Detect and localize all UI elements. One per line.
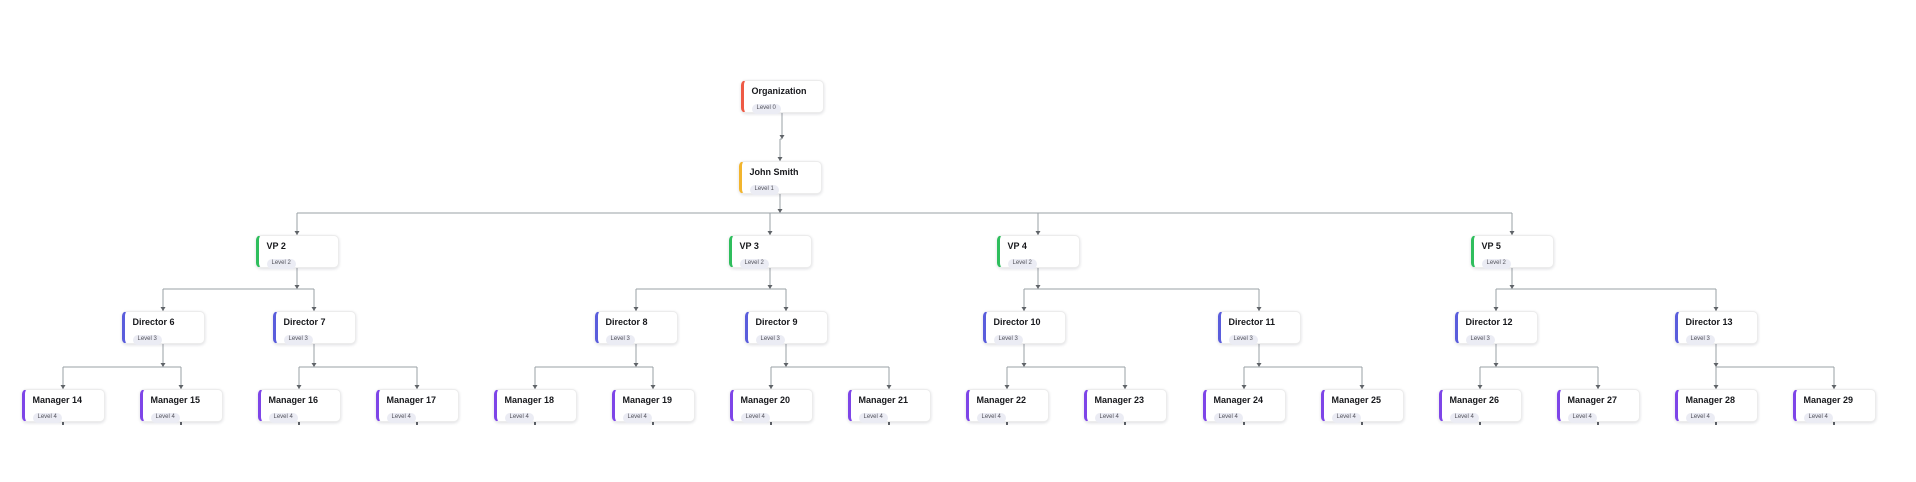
node-title: Manager 24 — [1213, 395, 1264, 405]
node-title: Manager 27 — [1567, 395, 1618, 405]
org-node-vp-3[interactable]: VP 3 Level 2 — [728, 235, 812, 269]
org-node-manager-28[interactable]: Manager 28 Level 4 — [1674, 389, 1758, 423]
node-title: John Smith — [749, 167, 799, 177]
org-node-manager-26[interactable]: Manager 26 Level 4 — [1438, 389, 1522, 423]
node-level-badge: Level 3 — [993, 335, 1023, 345]
node-title: Manager 23 — [1094, 395, 1145, 405]
node-level-badge: Level 3 — [1228, 335, 1258, 345]
node-level-badge: Level 4 — [268, 413, 298, 423]
org-node-director-12[interactable]: Director 12 Level 3 — [1454, 311, 1538, 345]
node-level-badge: Level 2 — [266, 259, 296, 269]
node-level-badge: Level 4 — [150, 413, 180, 423]
node-level-badge: Level 4 — [1213, 413, 1243, 423]
node-title: Director 9 — [755, 317, 798, 327]
org-node-manager-15[interactable]: Manager 15 Level 4 — [139, 389, 223, 423]
node-level-badge: Level 3 — [1465, 335, 1495, 345]
node-level-badge: Level 4 — [504, 413, 534, 423]
org-node-director-6[interactable]: Director 6 Level 3 — [121, 311, 205, 345]
node-level-badge: Level 2 — [739, 259, 769, 269]
node-title: Manager 22 — [976, 395, 1027, 405]
node-title: Organization — [751, 86, 807, 96]
node-title: Manager 14 — [32, 395, 83, 405]
org-node-manager-22[interactable]: Manager 22 Level 4 — [965, 389, 1049, 423]
node-title: Director 7 — [283, 317, 326, 327]
node-level-badge: Level 4 — [976, 413, 1006, 423]
node-level-badge: Level 3 — [1685, 335, 1715, 345]
node-title: VP 2 — [266, 241, 286, 251]
node-title: Manager 20 — [740, 395, 791, 405]
node-level-badge: Level 4 — [1567, 413, 1597, 423]
node-level-badge: Level 4 — [740, 413, 770, 423]
org-node-manager-29[interactable]: Manager 29 Level 4 — [1792, 389, 1876, 423]
node-level-badge: Level 3 — [755, 335, 785, 345]
node-level-badge: Level 4 — [1331, 413, 1361, 423]
node-title: Manager 17 — [386, 395, 437, 405]
org-node-director-10[interactable]: Director 10 Level 3 — [982, 311, 1066, 345]
org-node-manager-25[interactable]: Manager 25 Level 4 — [1320, 389, 1404, 423]
node-title: Manager 25 — [1331, 395, 1382, 405]
org-node-manager-16[interactable]: Manager 16 Level 4 — [257, 389, 341, 423]
node-title: Manager 29 — [1803, 395, 1854, 405]
node-level-badge: Level 4 — [1803, 413, 1833, 423]
org-node-director-13[interactable]: Director 13 Level 3 — [1674, 311, 1758, 345]
node-level-badge: Level 3 — [132, 335, 162, 345]
org-node-director-8[interactable]: Director 8 Level 3 — [594, 311, 678, 345]
node-level-badge: Level 4 — [386, 413, 416, 423]
node-title: VP 5 — [1481, 241, 1501, 251]
org-node-manager-18[interactable]: Manager 18 Level 4 — [493, 389, 577, 423]
node-level-badge: Level 4 — [32, 413, 62, 423]
node-title: Manager 28 — [1685, 395, 1736, 405]
node-level-badge: Level 0 — [751, 104, 781, 114]
node-title: Director 6 — [132, 317, 175, 327]
node-title: Director 12 — [1465, 317, 1513, 327]
node-title: Director 13 — [1685, 317, 1733, 327]
node-level-badge: Level 3 — [283, 335, 313, 345]
org-node-manager-20[interactable]: Manager 20 Level 4 — [729, 389, 813, 423]
node-title: Manager 21 — [858, 395, 909, 405]
node-title: Director 10 — [993, 317, 1041, 327]
node-level-badge: Level 2 — [1007, 259, 1037, 269]
node-title: Manager 18 — [504, 395, 555, 405]
node-level-badge: Level 4 — [1094, 413, 1124, 423]
node-title: Manager 16 — [268, 395, 319, 405]
node-level-badge: Level 4 — [622, 413, 652, 423]
org-node-manager-14[interactable]: Manager 14 Level 4 — [21, 389, 105, 423]
node-level-badge: Level 4 — [1685, 413, 1715, 423]
org-node-vp-5[interactable]: VP 5 Level 2 — [1470, 235, 1554, 269]
org-node-director-9[interactable]: Director 9 Level 3 — [744, 311, 828, 345]
org-node-director-11[interactable]: Director 11 Level 3 — [1217, 311, 1301, 345]
org-node-vp-4[interactable]: VP 4 Level 2 — [996, 235, 1080, 269]
org-node-vp-2[interactable]: VP 2 Level 2 — [255, 235, 339, 269]
org-node-manager-17[interactable]: Manager 17 Level 4 — [375, 389, 459, 423]
org-node-manager-27[interactable]: Manager 27 Level 4 — [1556, 389, 1640, 423]
node-title: Director 11 — [1228, 317, 1276, 327]
node-level-badge: Level 3 — [605, 335, 635, 345]
org-node-director-7[interactable]: Director 7 Level 3 — [272, 311, 356, 345]
org-node-manager-23[interactable]: Manager 23 Level 4 — [1083, 389, 1167, 423]
org-node-manager-19[interactable]: Manager 19 Level 4 — [611, 389, 695, 423]
node-title: Director 8 — [605, 317, 648, 327]
node-title: VP 3 — [739, 241, 759, 251]
node-title: Manager 26 — [1449, 395, 1500, 405]
node-title: VP 4 — [1007, 241, 1027, 251]
org-node-manager-24[interactable]: Manager 24 Level 4 — [1202, 389, 1286, 423]
node-level-badge: Level 1 — [749, 185, 779, 195]
node-level-badge: Level 4 — [858, 413, 888, 423]
node-title: Manager 15 — [150, 395, 201, 405]
node-title: Manager 19 — [622, 395, 673, 405]
org-node-manager-21[interactable]: Manager 21 Level 4 — [847, 389, 931, 423]
node-level-badge: Level 2 — [1481, 259, 1511, 269]
node-level-badge: Level 4 — [1449, 413, 1479, 423]
